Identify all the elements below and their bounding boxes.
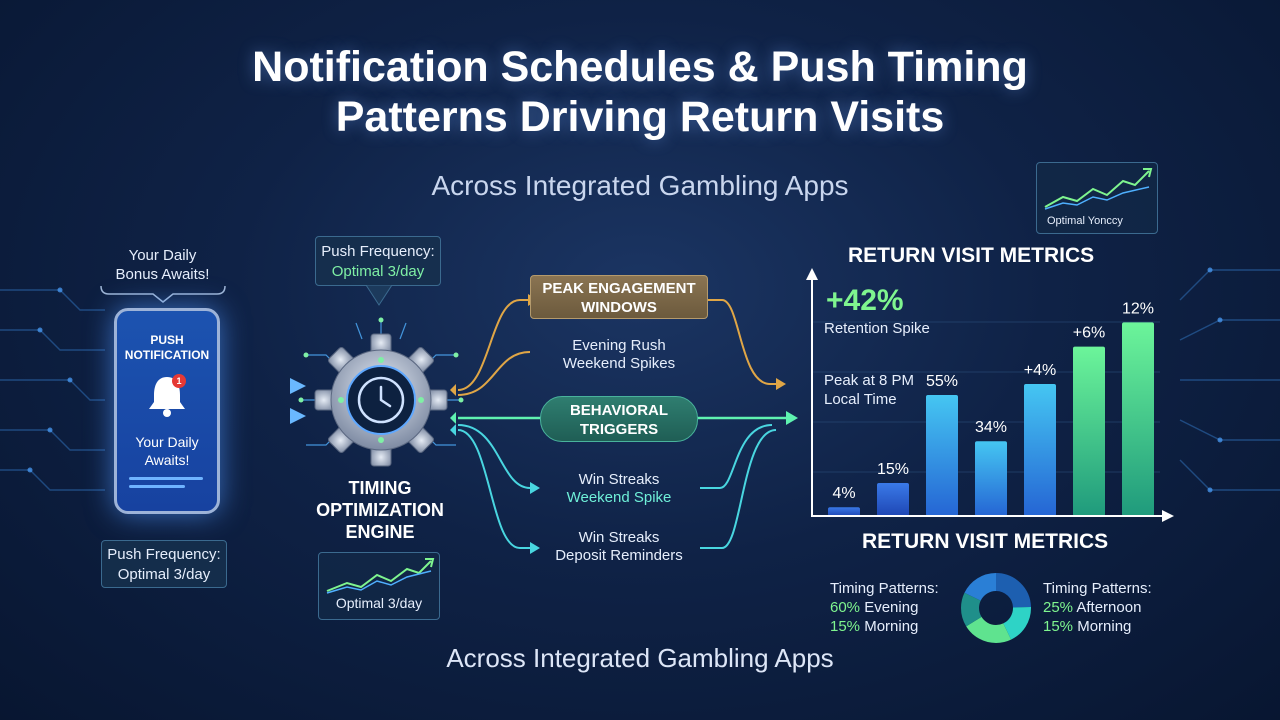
notification-badge: 1 (172, 374, 186, 388)
phone-frequency-box: Push Frequency: Optimal 3/day (101, 540, 227, 588)
chart-bar (877, 483, 909, 516)
engine-frequency-line-2: Optimal 3/day (331, 263, 425, 280)
win1-line-2: Weekend Spike (566, 489, 672, 506)
engine-frequency-line-1: Push Frequency: (321, 243, 435, 260)
phone-bubble-line-2: Bonus Awaits! (115, 266, 210, 283)
chart-bar (975, 441, 1007, 516)
title-line-1: Notification Schedules & Push Timing (252, 43, 1028, 91)
tp-right-label-1: Afternoon (1076, 599, 1142, 616)
chart-bar (926, 395, 958, 516)
engine-label-line-3: ENGINE (345, 522, 415, 542)
timing-patterns-left: Timing Patterns: 60% Evening 15% Morning (830, 579, 939, 636)
tp-left-label-2: Morning (864, 618, 919, 635)
notification-badge-count: 1 (176, 376, 182, 386)
retention-stat-label: Retention Spike (824, 320, 930, 337)
peak-engagement-box: PEAK ENGAGEMENT WINDOWS (530, 275, 708, 319)
tp-right-row-2: 15% Morning (1043, 617, 1152, 636)
bar-data-label: +4% (1024, 362, 1056, 379)
behavioral-line-2: TRIGGERS (579, 421, 659, 438)
corner-mini-chart: Optimal Yoncсy (1036, 162, 1158, 234)
bar-data-label: 15% (877, 461, 909, 478)
tp-left-label-1: Evening (864, 599, 919, 616)
tp-right-title: Timing Patterns: (1043, 580, 1152, 597)
timing-donut-chart (961, 573, 1031, 643)
phone-device: PUSH NOTIFICATION 1 Your Daily Awaits! (114, 308, 220, 514)
peak-line-1: PEAK ENGAGEMENT (542, 280, 696, 297)
peak-time-text: Peak at 8 PM Local Time (824, 371, 914, 409)
tp-left-value-1: 60% (830, 599, 861, 616)
chart-bar (1024, 384, 1056, 516)
phone-text-line (129, 477, 203, 480)
phone-title: PUSH NOTIFICATION (117, 333, 217, 363)
behavioral-line-1: BEHAVIORAL (569, 402, 669, 419)
metrics-heading-top: RETURN VISIT METRICS (848, 244, 1095, 267)
phone-message: Your Daily Awaits! (117, 433, 217, 469)
evening-line-1: Evening Rush (572, 337, 666, 354)
engine-label-line-1: TIMING (348, 478, 412, 498)
timing-patterns-right: Timing Patterns: 25% Afternoon 15% Morni… (1043, 579, 1152, 636)
title-line-2: Patterns Driving Return Visits (335, 93, 945, 141)
chart-bar (828, 507, 860, 516)
tp-left-value-2: 15% (830, 618, 861, 635)
tp-right-row-1: 25% Afternoon (1043, 598, 1152, 617)
tp-left-row-2: 15% Morning (830, 617, 939, 636)
win-streaks-weekend-text: Win Streaks Weekend Spike (534, 471, 704, 507)
bar-data-label: 55% (926, 373, 958, 390)
trend-line-icon (1044, 168, 1153, 210)
engine-label: TIMING OPTIMIZATION ENGINE (290, 477, 470, 543)
phone-frequency-line-1: Push Frequency: (107, 546, 221, 563)
peak-time-line-1: Peak at 8 PM (824, 372, 915, 389)
phone-message-line-2: Awaits! (144, 452, 190, 468)
phone-title-line-1: PUSH (150, 333, 184, 347)
tp-right-value-2: 15% (1043, 618, 1074, 635)
chart-bars: 4% 15% 55% 34% +4% +6% 12% (828, 300, 1154, 516)
peak-time-line-2: Local Time (824, 391, 897, 408)
retention-stat: +42% (826, 284, 904, 317)
return-visit-bar-chart: 4% 15% 55% 34% +4% +6% 12% (806, 268, 1174, 522)
page-footer: Across Integrated Gambling Apps (446, 643, 834, 673)
engine-mini-label: Optimal 3/day (335, 595, 423, 611)
phone-bubble: Your Daily Bonus Awaits! (95, 246, 230, 294)
tp-right-value-1: 25% (1043, 599, 1074, 616)
win2-line-1: Win Streaks (578, 529, 660, 546)
win2-line-2: Deposit Reminders (555, 547, 683, 564)
trend-line-icon (326, 558, 435, 594)
x-axis-arrow (1162, 510, 1174, 522)
phone-title-line-2: NOTIFICATION (124, 348, 210, 362)
win1-line-1: Win Streaks (578, 471, 660, 488)
phone-bubble-line-1: Your Daily (128, 247, 197, 264)
tp-left-title: Timing Patterns: (830, 580, 939, 597)
evening-rush-text: Evening Rush Weekend Spikes (534, 337, 704, 373)
engine-frequency-pointer (365, 285, 393, 306)
chart-bar (1122, 322, 1154, 516)
metrics-heading-bottom: RETURN VISIT METRICS (862, 530, 1109, 553)
behavioral-triggers-box: BEHAVIORAL TRIGGERS (540, 396, 698, 442)
page-subtitle: Across Integrated Gambling Apps (431, 170, 849, 201)
y-axis-arrow (806, 268, 818, 280)
bar-data-label: +6% (1073, 325, 1105, 342)
corner-mini-label: Optimal Yoncсy (1047, 215, 1123, 227)
engine-label-line-2: OPTIMIZATION (316, 500, 444, 520)
evening-line-2: Weekend Spikes (562, 355, 676, 372)
phone-message-line-1: Your Daily (135, 434, 199, 450)
bar-data-label: 12% (1122, 300, 1154, 317)
chart-bar (1073, 346, 1105, 516)
page-title: Notification Schedules & Push Timing Pat… (0, 42, 1280, 142)
tp-left-row-1: 60% Evening (830, 598, 939, 617)
phone-frequency-line-2: Optimal 3/day (117, 566, 211, 583)
win-streaks-deposit-text: Win Streaks Deposit Reminders (534, 529, 704, 565)
peak-line-2: WINDOWS (581, 299, 657, 316)
phone-bubble-bracket (100, 285, 226, 303)
phone-to-engine-arrows (216, 378, 306, 424)
phone-text-line (129, 485, 185, 488)
gear-icon (298, 317, 464, 467)
bar-data-label: 4% (832, 485, 855, 502)
engine-mini-chart: Optimal 3/day (318, 552, 440, 620)
chart-axes (811, 276, 1166, 517)
bar-data-label: 34% (975, 419, 1007, 436)
engine-frequency-box: Push Frequency: Optimal 3/day (315, 236, 441, 286)
tp-right-label-2: Morning (1077, 618, 1132, 635)
